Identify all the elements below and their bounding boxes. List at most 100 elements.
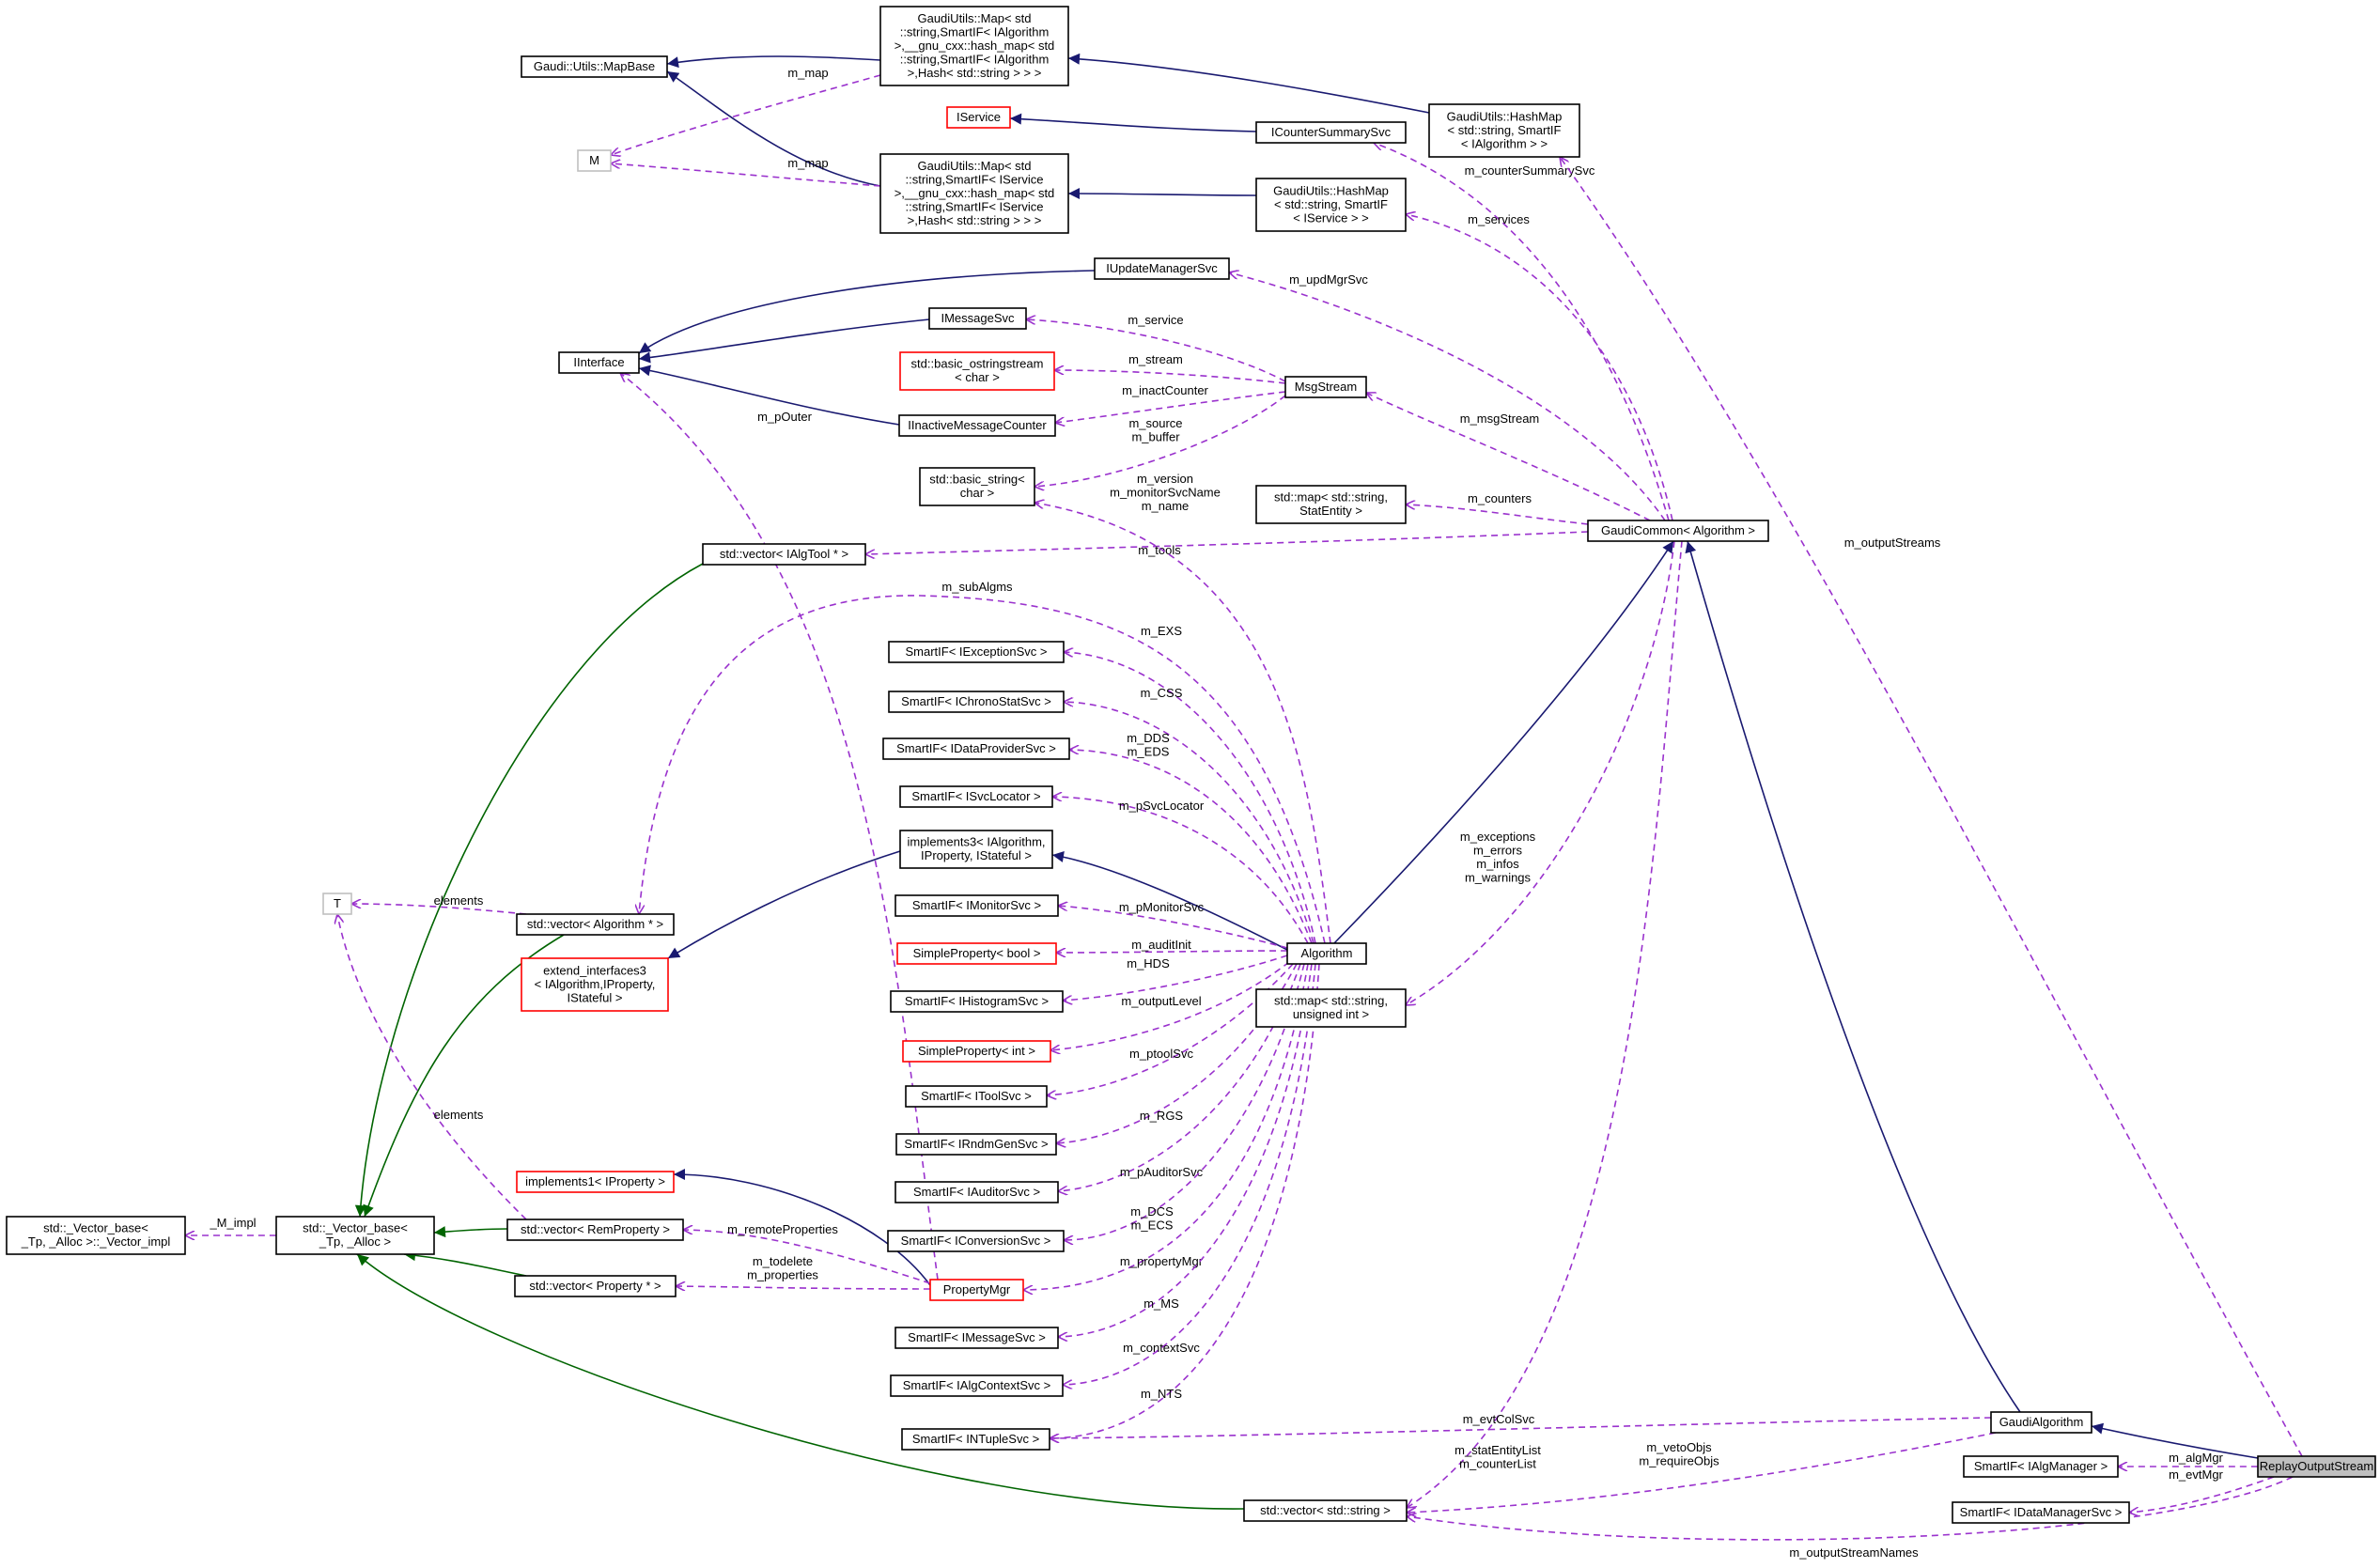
class-node-gaudicommon[interactable]: GaudiCommon< Algorithm > [1587,520,1769,542]
class-node-sp-bool[interactable]: SimpleProperty< bool > [896,942,1057,965]
edge-label: m_CSS [1141,686,1183,700]
node-box [919,467,1035,506]
class-node-si-conversion[interactable]: SmartIF< IConversionSvc > [887,1230,1065,1252]
class-node-basic-string[interactable]: std::basic_string<char > [919,467,1035,506]
edge-u-algo-ctx: m_contextSvc [1063,963,1316,1385]
node-box [1094,257,1230,280]
edge-label: m_NTS [1141,1387,1182,1401]
class-node-msgstream[interactable]: MsgStream [1284,376,1367,398]
node-label: >,Hash< std::string > > > [908,213,1042,227]
class-node-vec-property[interactable]: std::vector< Property * > [514,1275,677,1297]
edge-line-u-algo-exc [1064,652,1316,944]
edge-label: m_msgStream [1460,411,1540,426]
class-node-ostringstream[interactable]: std::basic_ostringstream< char > [899,351,1055,391]
node-box [888,641,1065,663]
class-node-si-monitor[interactable]: SmartIF< IMonitorSvc > [894,894,1059,917]
class-node-si-dataprovider[interactable]: SmartIF< IDataProviderSvc > [882,737,1070,760]
class-node-si-auditor[interactable]: SmartIF< IAuditorSvc > [894,1181,1059,1203]
class-node-si-messagesvc[interactable]: SmartIF< IMessageSvc > [894,1327,1059,1349]
class-node-extend3[interactable]: extend_interfaces3< IAlgorithm,IProperty… [521,957,669,1012]
edge-label: m_pOuter [757,410,812,424]
class-node-implements3[interactable]: implements3< IAlgorithm,IProperty, IStat… [899,830,1053,869]
class-node-hashmap-alg[interactable]: GaudiUtils::HashMap< std::string, SmartI… [1428,103,1580,158]
node-label: GaudiUtils::HashMap [1273,183,1389,197]
edge-line-u-vecalgo-T [351,904,527,915]
node-label: IService [957,110,1001,124]
node-label: extend_interfaces3 [543,963,646,977]
node-label: std::vector< Property * > [529,1279,661,1293]
class-node-imessagesvc[interactable]: IMessageSvc [928,307,1027,330]
class-node-vec-algtool[interactable]: std::vector< IAlgTool * > [702,543,866,566]
edge-label: m_stream [1128,352,1183,366]
class-node-vector-impl[interactable]: std::_Vector_base<_Tp, _Alloc >::_Vector… [6,1216,186,1255]
class-node-hashmap-svc[interactable]: GaudiUtils::HashMap< std::string, SmartI… [1255,178,1407,232]
class-node-propertymgr[interactable]: PropertyMgr [929,1279,1024,1301]
node-box [1428,103,1580,158]
edge-label: m_errors [1473,844,1523,858]
class-node-si-histogram[interactable]: SmartIF< IHistogramSvc > [890,990,1064,1013]
class-node-si-algmanager[interactable]: SmartIF< IAlgManager > [1963,1455,2119,1478]
node-box [890,990,1064,1013]
class-node-map-alg[interactable]: GaudiUtils::Map< std::string,SmartIF< IA… [879,6,1069,86]
node-label: SmartIF< IExceptionSvc > [905,644,1047,659]
node-box [899,785,1053,808]
node-box [506,1219,684,1241]
class-node-vec-algorithm[interactable]: std::vector< Algorithm * > [516,913,675,936]
class-node-sp-int[interactable]: SimpleProperty< int > [902,1040,1051,1063]
class-node-si-rndm[interactable]: SmartIF< IRndmGenSvc > [895,1133,1057,1156]
class-node-replay[interactable]: ReplayOutputStream [2257,1455,2376,1478]
class-node-si-algcontext[interactable]: SmartIF< IAlgContextSvc > [890,1374,1064,1397]
edge-label: m_properties [747,1268,818,1282]
class-node-map-svc[interactable]: GaudiUtils::Map< std::string,SmartIF< IS… [879,153,1069,234]
edge-u-algo-hist: m_HDS [1063,955,1288,1001]
class-node-si-ntuple[interactable]: SmartIF< INTupleSvc > [901,1428,1050,1451]
class-node-map-statentity[interactable]: std::map< std::string,StatEntity > [1255,485,1407,524]
edge-label: m_inactCounter [1122,383,1208,397]
class-node-si-exception[interactable]: SmartIF< IExceptionSvc > [888,641,1065,663]
class-node-iinactive[interactable]: IInactiveMessageCounter [898,414,1056,437]
edge-label: m_outputLevel [1121,994,1201,1008]
edge-label: m_version [1137,472,1193,486]
class-node-iinterface[interactable]: IInterface [558,351,640,374]
edge-label: m_tools [1138,543,1181,557]
class-node-icountersummarysvc[interactable]: ICounterSummarySvc [1255,121,1407,144]
edge-line-u-replay-datamgr [2129,1476,2275,1513]
class-node-map-uint[interactable]: std::map< std::string,unsigned int > [1255,988,1407,1028]
class-node-vector-base[interactable]: std::_Vector_base<_Tp, _Alloc > [275,1216,435,1255]
node-label: SmartIF< INTupleSvc > [912,1432,1039,1446]
edge-line-u-ga-vecstr [1407,1432,1997,1513]
edge-u-gc-iupd: m_updMgrSvc [1229,272,1666,521]
edge-e-ics-iservice [1009,113,1257,132]
class-node-iservice[interactable]: IService [946,106,1011,129]
class-node-si-svclocator[interactable]: SmartIF< ISvcLocator > [899,785,1053,808]
edge-label: m_propertyMgr [1120,1254,1204,1268]
edge-line-u-algo-tool [1047,963,1294,1095]
class-node-si-tool[interactable]: SmartIF< IToolSvc > [905,1085,1048,1108]
class-node-iupdatemanagersvc[interactable]: IUpdateManagerSvc [1094,257,1230,280]
class-node-si-chrono[interactable]: SmartIF< IChronoStatSvc > [888,691,1065,713]
class-node-T[interactable]: T [322,893,352,915]
class-node-vec-string[interactable]: std::vector< std::string > [1243,1499,1408,1522]
class-node-implements1[interactable]: implements1< IProperty > [516,1171,675,1193]
class-node-M[interactable]: M [577,149,612,172]
edge-u-mapalg-M: m_map [611,66,881,155]
node-box [882,737,1070,760]
edge-line-u-gc-ms [1366,393,1651,521]
edge-line-u-algo-bs [1034,503,1331,944]
edge-line-e-algorithm-impl3 [1051,851,1288,951]
class-node-vec-remproperty[interactable]: std::vector< RemProperty > [506,1219,684,1241]
node-box [1284,376,1367,398]
class-node-gaudialgorithm[interactable]: GaudiAlgorithm [1990,1411,2092,1434]
class-node-algorithm[interactable]: Algorithm [1286,942,1367,965]
edge-line-u-replay-vecstr [1407,1476,2294,1541]
edge-label: m_ECS [1131,1219,1174,1233]
class-node-mapbase[interactable]: Gaudi::Utils::MapBase [521,55,668,78]
node-label: ReplayOutputStream [2260,1459,2373,1473]
edge-u-ga-ntuple: m_evtColSvc [1050,1412,1992,1438]
class-node-si-datamanager[interactable]: SmartIF< IDataManagerSvc > [1952,1501,2130,1524]
